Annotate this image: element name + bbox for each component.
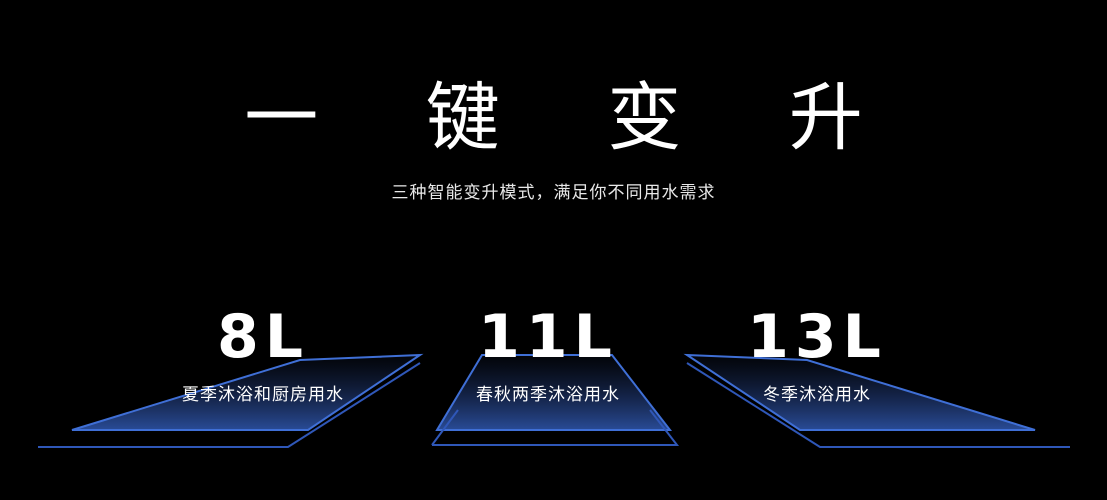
description-13l: 冬季沐浴用水 (763, 385, 871, 405)
volume-8l: 8L (217, 302, 309, 372)
subtitle: 三种智能变升模式，满足你不同用水需求 (391, 183, 716, 203)
description-11l: 春秋两季沐浴用水 (476, 385, 620, 405)
description-8l: 夏季沐浴和厨房用水 (182, 385, 344, 405)
headline: 一 键 变 升 (244, 75, 905, 161)
platform-13l (683, 353, 1070, 448)
platform-11l (431, 354, 680, 446)
volume-13l: 13L (747, 302, 887, 372)
platform-8l (38, 353, 424, 448)
volume-11l: 11L (478, 302, 618, 372)
